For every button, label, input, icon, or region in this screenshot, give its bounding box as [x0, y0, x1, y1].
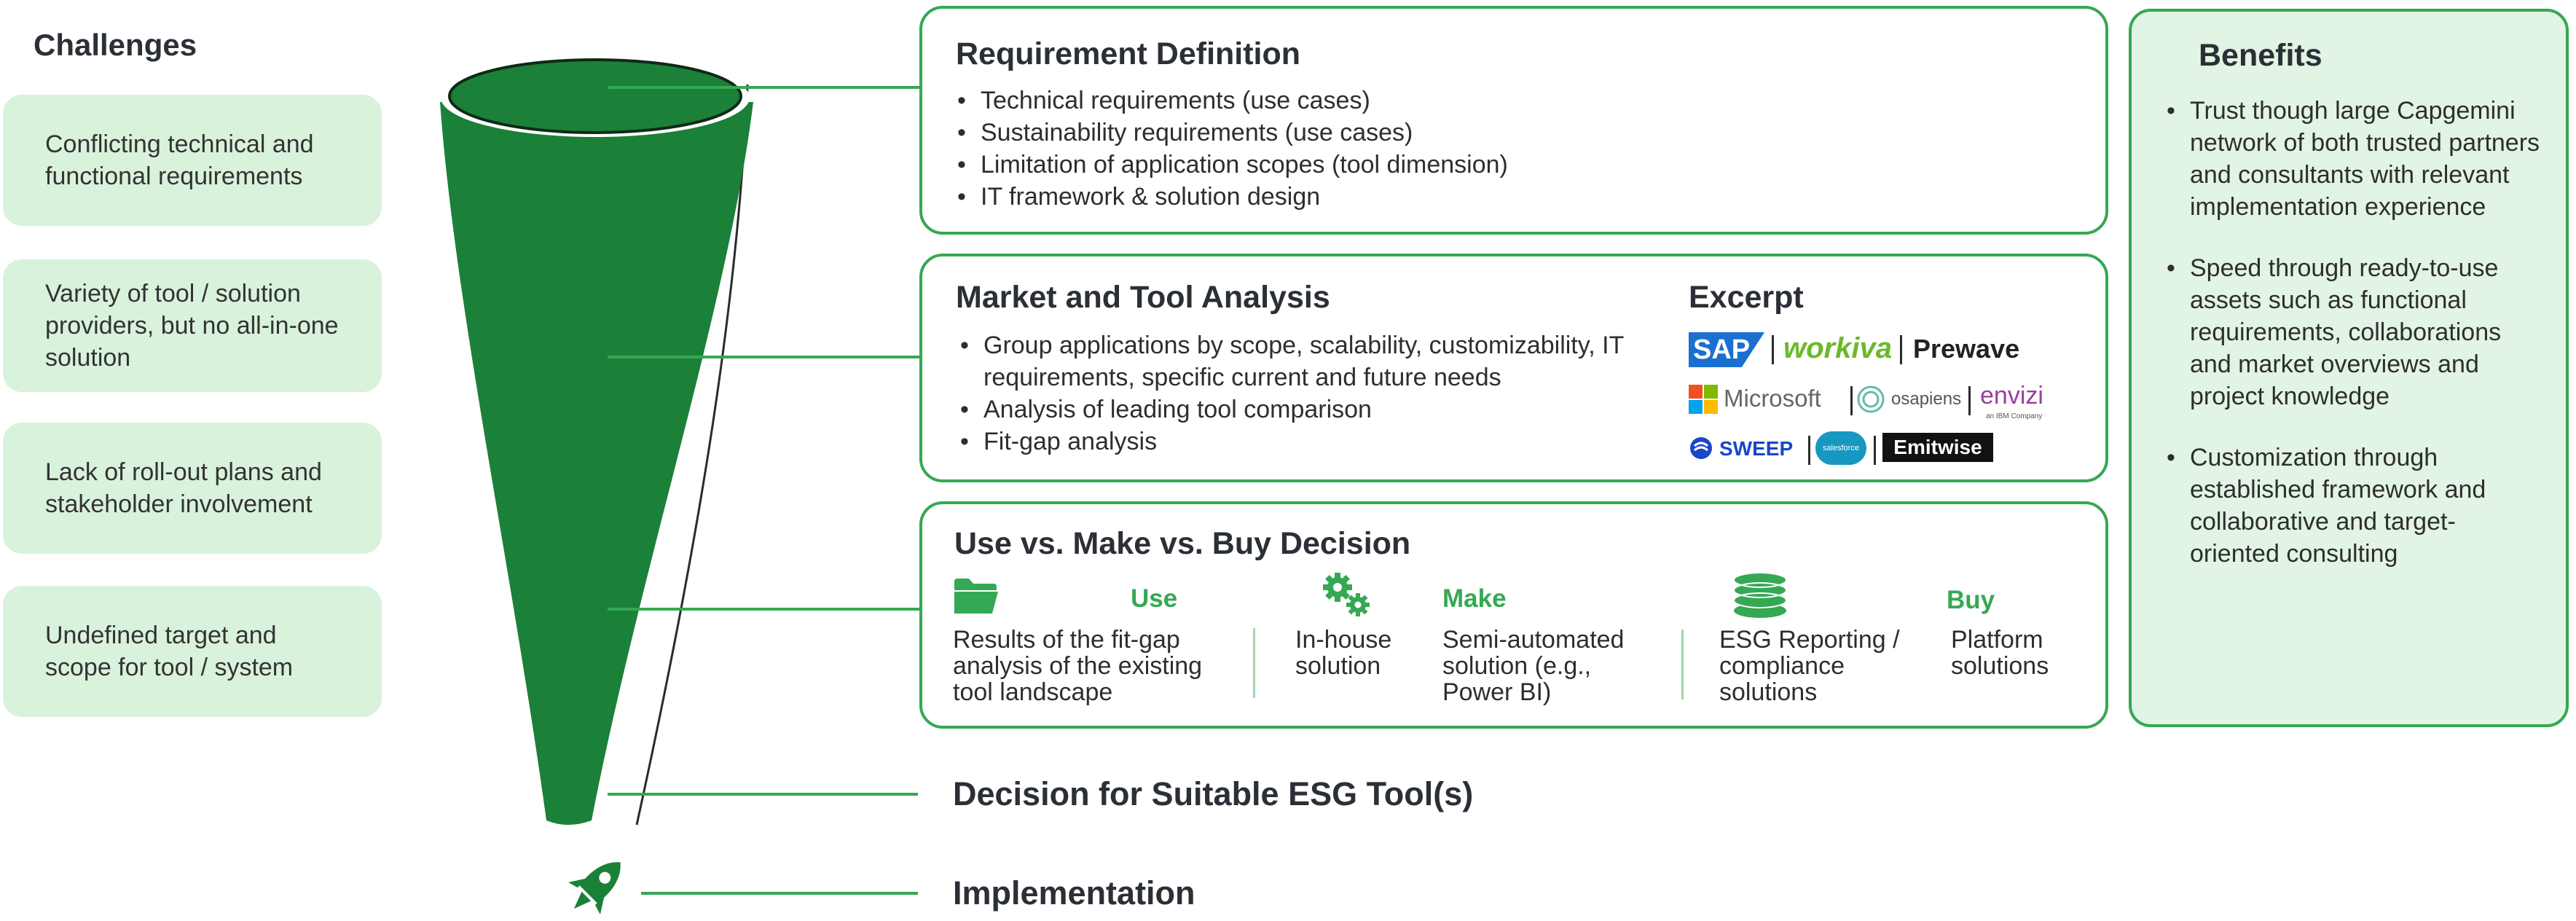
bullet-item: Fit-gap analysis — [957, 426, 1678, 458]
buy-platform: Platform solutions — [1951, 626, 2049, 680]
bullet-item: Technical requirements (use cases) — [954, 85, 2047, 117]
challenge-text: Variety of tool / solution providers, bu… — [45, 280, 339, 372]
benefit-item: Speed through ready-to-use assets such a… — [2164, 252, 2542, 412]
challenge-text: Lack of roll-out plans and stakeholder i… — [45, 458, 322, 518]
benefit-item: Customization through established framew… — [2164, 442, 2542, 570]
sweep-logo: SWEEP — [1719, 437, 1794, 460]
logo-separator — [1874, 436, 1876, 465]
microsoft-logo: Microsoft — [1724, 385, 1821, 412]
bullet-item: Sustainability requirements (use cases) — [954, 117, 2047, 149]
requirement-bullets: Technical requirements (use cases) Susta… — [954, 85, 2047, 213]
sap-logo-text: SAP — [1693, 334, 1751, 365]
bullet-item: Analysis of leading tool comparison — [957, 393, 1678, 426]
envizi-subtext: an IBM Company — [1986, 412, 2043, 420]
use-description: Results of the fit-gap analysis of the e… — [953, 626, 1203, 706]
bullet-item: Group applications by scope, scalability… — [957, 329, 1678, 393]
workiva-logo: workiva — [1783, 332, 1892, 364]
market-bullets: Group applications by scope, scalability… — [957, 329, 1678, 458]
sweep-icon — [1690, 437, 1712, 459]
rocket-icon — [568, 862, 621, 914]
requirement-definition-title: Requirement Definition — [956, 36, 1301, 71]
make-inhouse: In-house solution — [1295, 626, 1392, 680]
osapiens-logo: osapiens — [1891, 389, 1962, 409]
option-separator — [1253, 628, 1255, 698]
logo-separator — [1968, 386, 1971, 415]
benefits-title: Benefits — [2199, 38, 2322, 73]
use-make-buy-panel: Use vs. Make vs. Buy Decision Use Result… — [919, 501, 2108, 729]
market-tool-analysis-title: Market and Tool Analysis — [956, 280, 1330, 315]
gears-icon — [1323, 573, 1370, 616]
make-label: Make — [1442, 584, 1507, 613]
challenge-text: Undefined target and scope for tool / sy… — [45, 622, 294, 681]
connector-line — [641, 892, 918, 895]
emitwise-logo-text: Emitwise — [1893, 436, 1982, 458]
salesforce-logo: salesforce — [1815, 431, 1866, 465]
connector-line — [608, 793, 918, 796]
use-make-buy-title: Use vs. Make vs. Buy Decision — [954, 526, 1411, 561]
implementation-title: Implementation — [953, 874, 1195, 912]
envizi-logo: envizi — [1980, 382, 2043, 409]
sap-logo: SAP — [1689, 332, 1764, 367]
challenge-item: Lack of roll-out plans and stakeholder i… — [3, 423, 382, 554]
buy-label: Buy — [1947, 586, 1995, 614]
challenge-item: Undefined target and scope for tool / sy… — [3, 586, 382, 717]
option-separator — [1681, 630, 1684, 699]
challenge-text: Conflicting technical and functional req… — [45, 130, 314, 190]
prewave-logo: Prewave — [1913, 334, 2020, 364]
logo-separator — [1900, 335, 1902, 364]
emitwise-logo: Emitwise — [1882, 433, 1993, 462]
use-label: Use — [1131, 584, 1178, 613]
salesforce-logo-text: salesforce — [1822, 444, 1860, 452]
folder-icon — [954, 579, 998, 614]
buy-esg-reporting: ESG Reporting / compliance solutions — [1719, 626, 1900, 706]
benefits-bullets: Trust though large Capgemini network of … — [2164, 95, 2542, 570]
challenges-title: Challenges — [34, 28, 197, 62]
osapiens-icon — [1857, 385, 1885, 413]
excerpt-title: Excerpt — [1689, 280, 1804, 315]
challenge-item: Variety of tool / solution providers, bu… — [3, 259, 382, 392]
logo-separator — [1850, 386, 1853, 415]
decision-suitable-tool-title: Decision for Suitable ESG Tool(s) — [953, 775, 1474, 812]
market-tool-analysis-panel: Market and Tool Analysis Group applicati… — [919, 254, 2108, 482]
connector-line — [608, 86, 922, 89]
benefit-item: Trust though large Capgemini network of … — [2164, 95, 2542, 223]
bullet-item: IT framework & solution design — [954, 181, 2047, 213]
logo-separator — [1808, 436, 1810, 465]
logo-separator — [1772, 335, 1774, 364]
coins-icon — [1733, 572, 1787, 618]
benefits-panel: Benefits Trust though large Capgemini ne… — [2129, 9, 2569, 727]
microsoft-icon — [1689, 385, 1718, 414]
funnel-graphic — [440, 58, 753, 826]
bullet-item: Limitation of application scopes (tool d… — [954, 149, 2047, 181]
connector-line — [608, 608, 922, 611]
make-semi-automated: Semi-automated solution (e.g., Power BI) — [1442, 626, 1625, 706]
connector-line — [608, 356, 922, 358]
requirement-definition-panel: Requirement Definition Technical require… — [919, 6, 2108, 235]
challenge-item: Conflicting technical and functional req… — [3, 95, 382, 226]
